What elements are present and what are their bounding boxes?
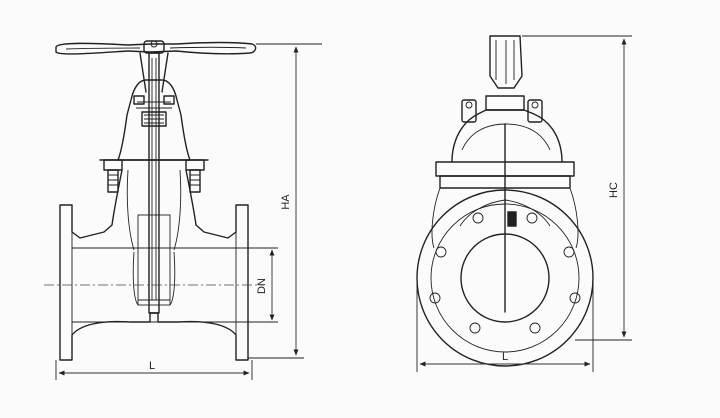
front-length-label: L (149, 360, 155, 372)
bolt-holes (429, 212, 581, 334)
side-height-label: HC (608, 182, 620, 198)
handwheel (55, 40, 257, 55)
bonnet-bolts (99, 159, 209, 193)
stem-cap (485, 35, 525, 111)
side-view: HC L (416, 35, 632, 372)
front-view: DN HA L (44, 40, 322, 380)
bonnet (117, 79, 191, 161)
front-bore-label: DN (256, 278, 268, 294)
front-height-label: HA (280, 194, 292, 210)
side-length-label: L (502, 351, 508, 363)
